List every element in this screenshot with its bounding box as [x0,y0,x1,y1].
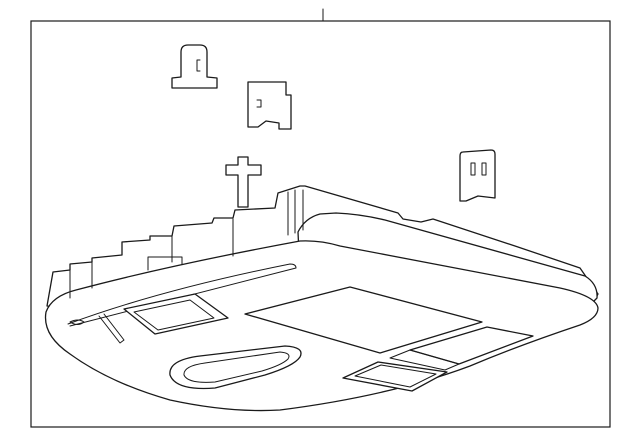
map-lamp-left [123,293,229,335]
bracket-clip [247,81,292,130]
center-panel [244,286,483,354]
diagram-frame [30,20,611,428]
t-fastener [225,156,262,208]
clip-top-left [171,44,218,89]
front-right-window [342,361,448,392]
left-slot [98,313,125,344]
handle-recess [169,345,302,390]
overhead-console-housing [44,185,599,412]
map-lamp-right [389,326,534,371]
clip-right [459,149,496,202]
